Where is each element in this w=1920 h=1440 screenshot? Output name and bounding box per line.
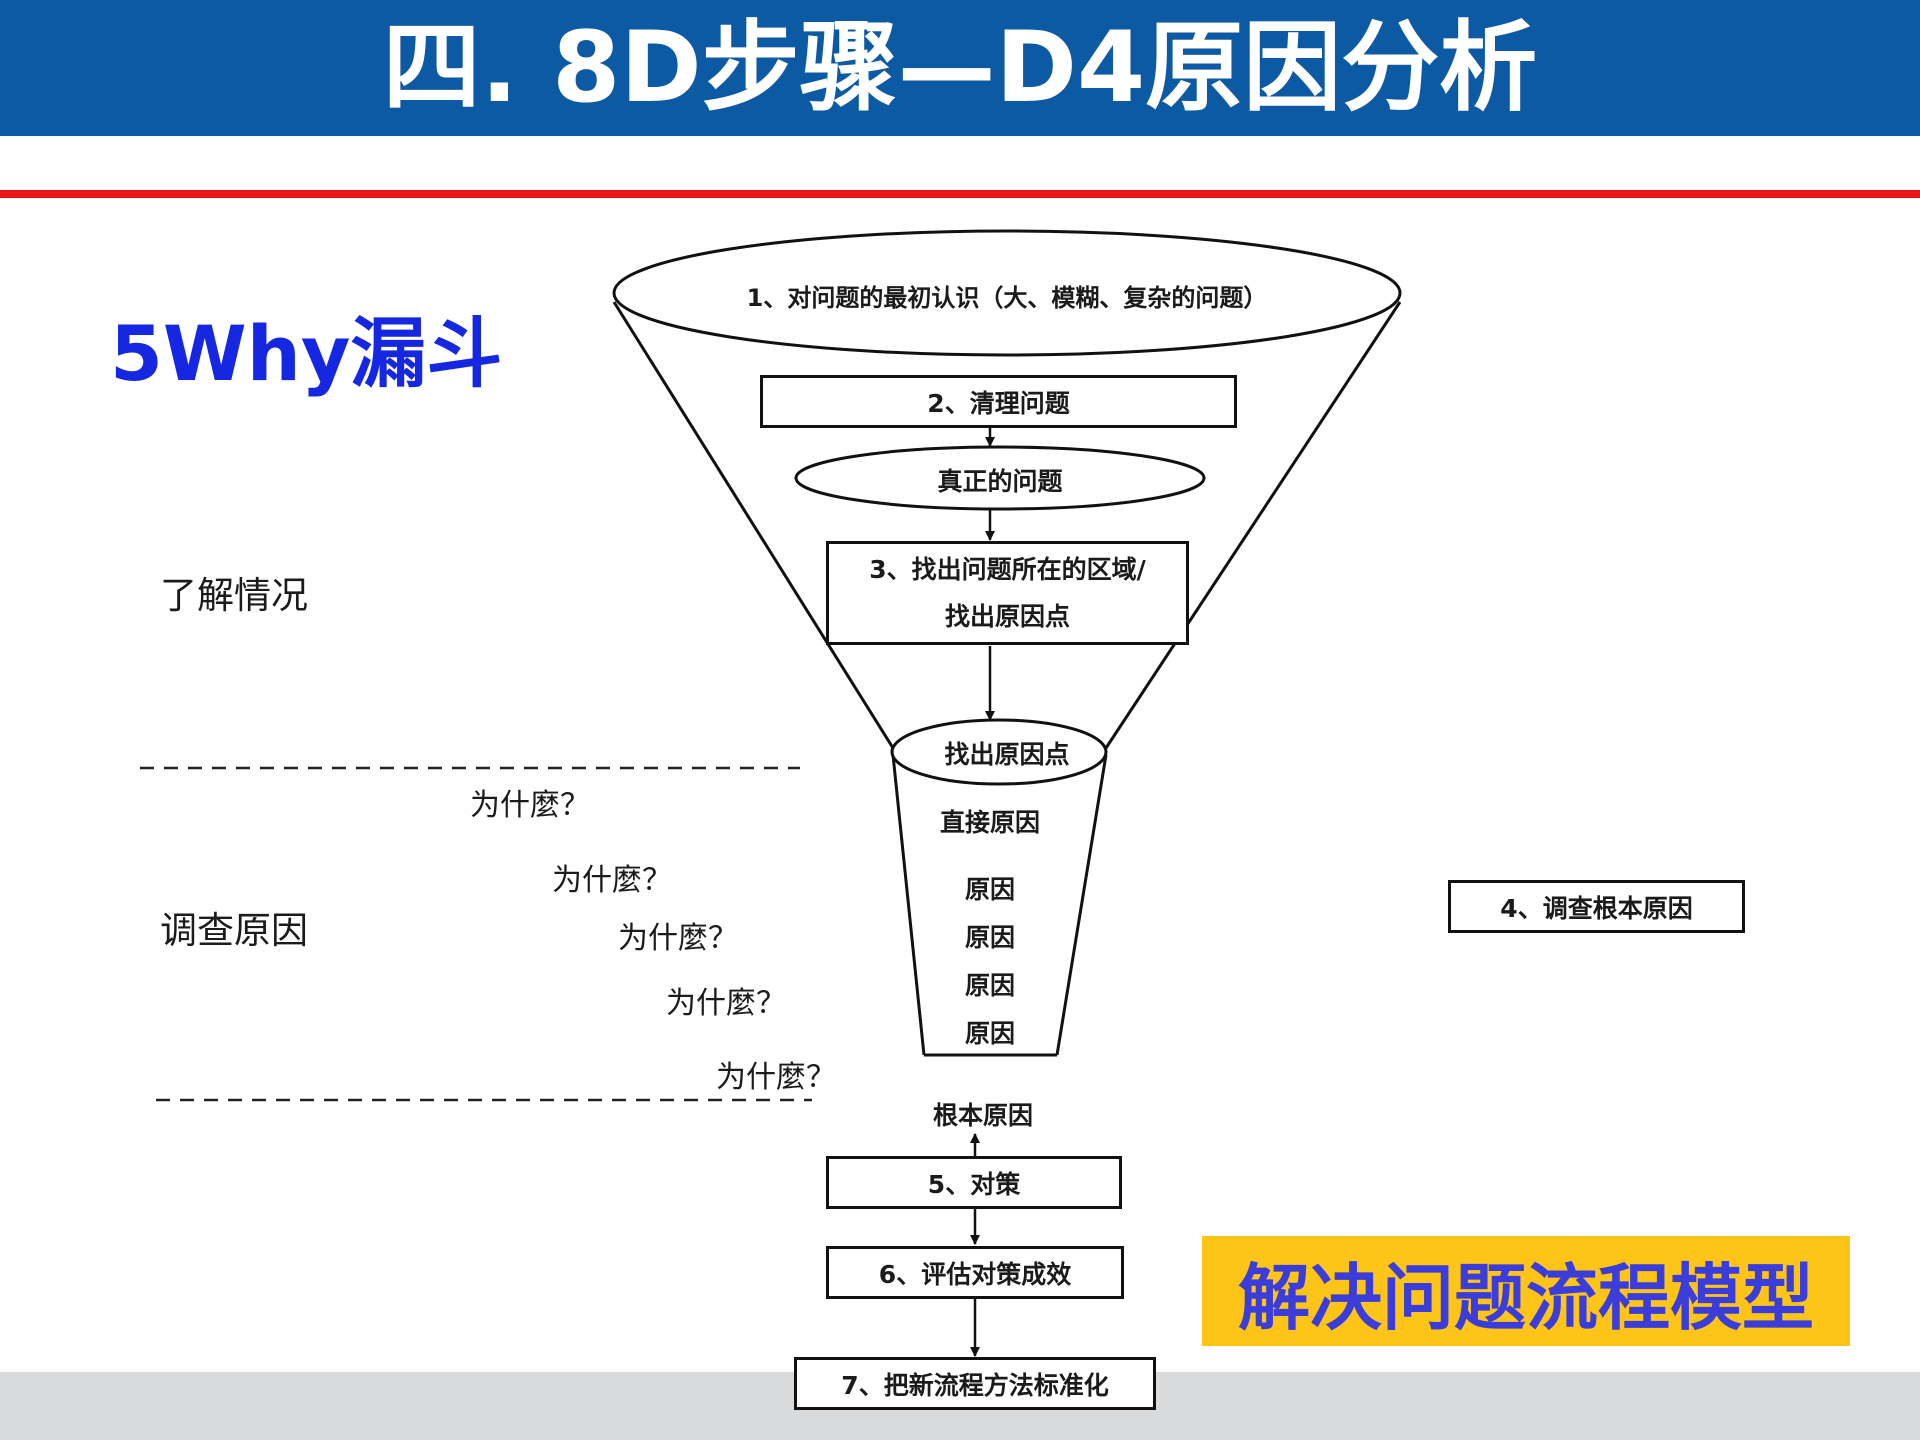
funnel-mouth-ellipse — [612, 229, 1402, 357]
cause-label: 原因 — [964, 971, 1015, 1000]
cause-label: 原因 — [964, 923, 1015, 952]
step5-box: 5、对策 — [826, 1156, 1122, 1209]
why-question: 为什麼？ — [470, 788, 590, 823]
model-banner: 解决问题流程模型 — [1202, 1236, 1850, 1346]
funnel-heading: 5Why漏斗 — [110, 309, 503, 398]
step7-label: 7、把新流程方法标准化 — [841, 1370, 1109, 1400]
step6-label: 6、评估对策成效 — [878, 1259, 1072, 1289]
why-question: 为什麼？ — [552, 863, 672, 898]
why-question: 为什麼？ — [666, 986, 786, 1021]
why-question: 为什麼？ — [618, 921, 738, 956]
step5-label: 5、对策 — [927, 1169, 1021, 1199]
stage-label-understand: 了解情况 — [160, 574, 308, 617]
red-divider-line — [0, 190, 1920, 198]
step4-box: 4、调查根本原因 — [1448, 880, 1745, 933]
step3-label-line2: 找出原因点 — [944, 602, 1070, 631]
step6-box: 6、评估对策成效 — [826, 1246, 1124, 1299]
step3-box: 3、找出问题所在的区域/ 找出原因点 — [826, 541, 1189, 645]
title-bar — [0, 0, 1920, 136]
cause-label: 原因 — [964, 875, 1015, 904]
page-title: 四. 8D步骤—D4原因分析 — [382, 11, 1538, 125]
funnel-left-edge — [612, 301, 895, 749]
cause-label: 原因 — [964, 1019, 1015, 1048]
model-banner-label: 解决问题流程模型 — [1237, 1255, 1814, 1340]
step2-box: 2、清理问题 — [760, 375, 1237, 428]
cause-point-ellipse — [890, 718, 1108, 786]
step3-label-line1: 3、找出问题所在的区域/ — [869, 555, 1146, 584]
stage-label-investigate: 调查原因 — [160, 909, 308, 952]
why-question: 为什麼？ — [716, 1060, 836, 1095]
real-problem-ellipse — [794, 445, 1206, 511]
root-cause-label: 根本原因 — [932, 1101, 1033, 1130]
funnel-right-edge — [1104, 301, 1402, 749]
spout-left-edge — [891, 754, 926, 1056]
step1-label: 1、对问题的最初认识（大、模糊、复杂的问题） — [746, 284, 1268, 312]
step4-label: 4、调查根本原因 — [1500, 893, 1693, 923]
cause-point-label: 找出原因点 — [944, 740, 1070, 769]
direct-cause-label: 直接原因 — [939, 808, 1040, 837]
real-problem-label: 真正的问题 — [937, 467, 1063, 496]
spout-right-edge — [1055, 754, 1108, 1056]
step2-label: 2、清理问题 — [927, 388, 1070, 418]
step7-box: 7、把新流程方法标准化 — [794, 1357, 1156, 1410]
